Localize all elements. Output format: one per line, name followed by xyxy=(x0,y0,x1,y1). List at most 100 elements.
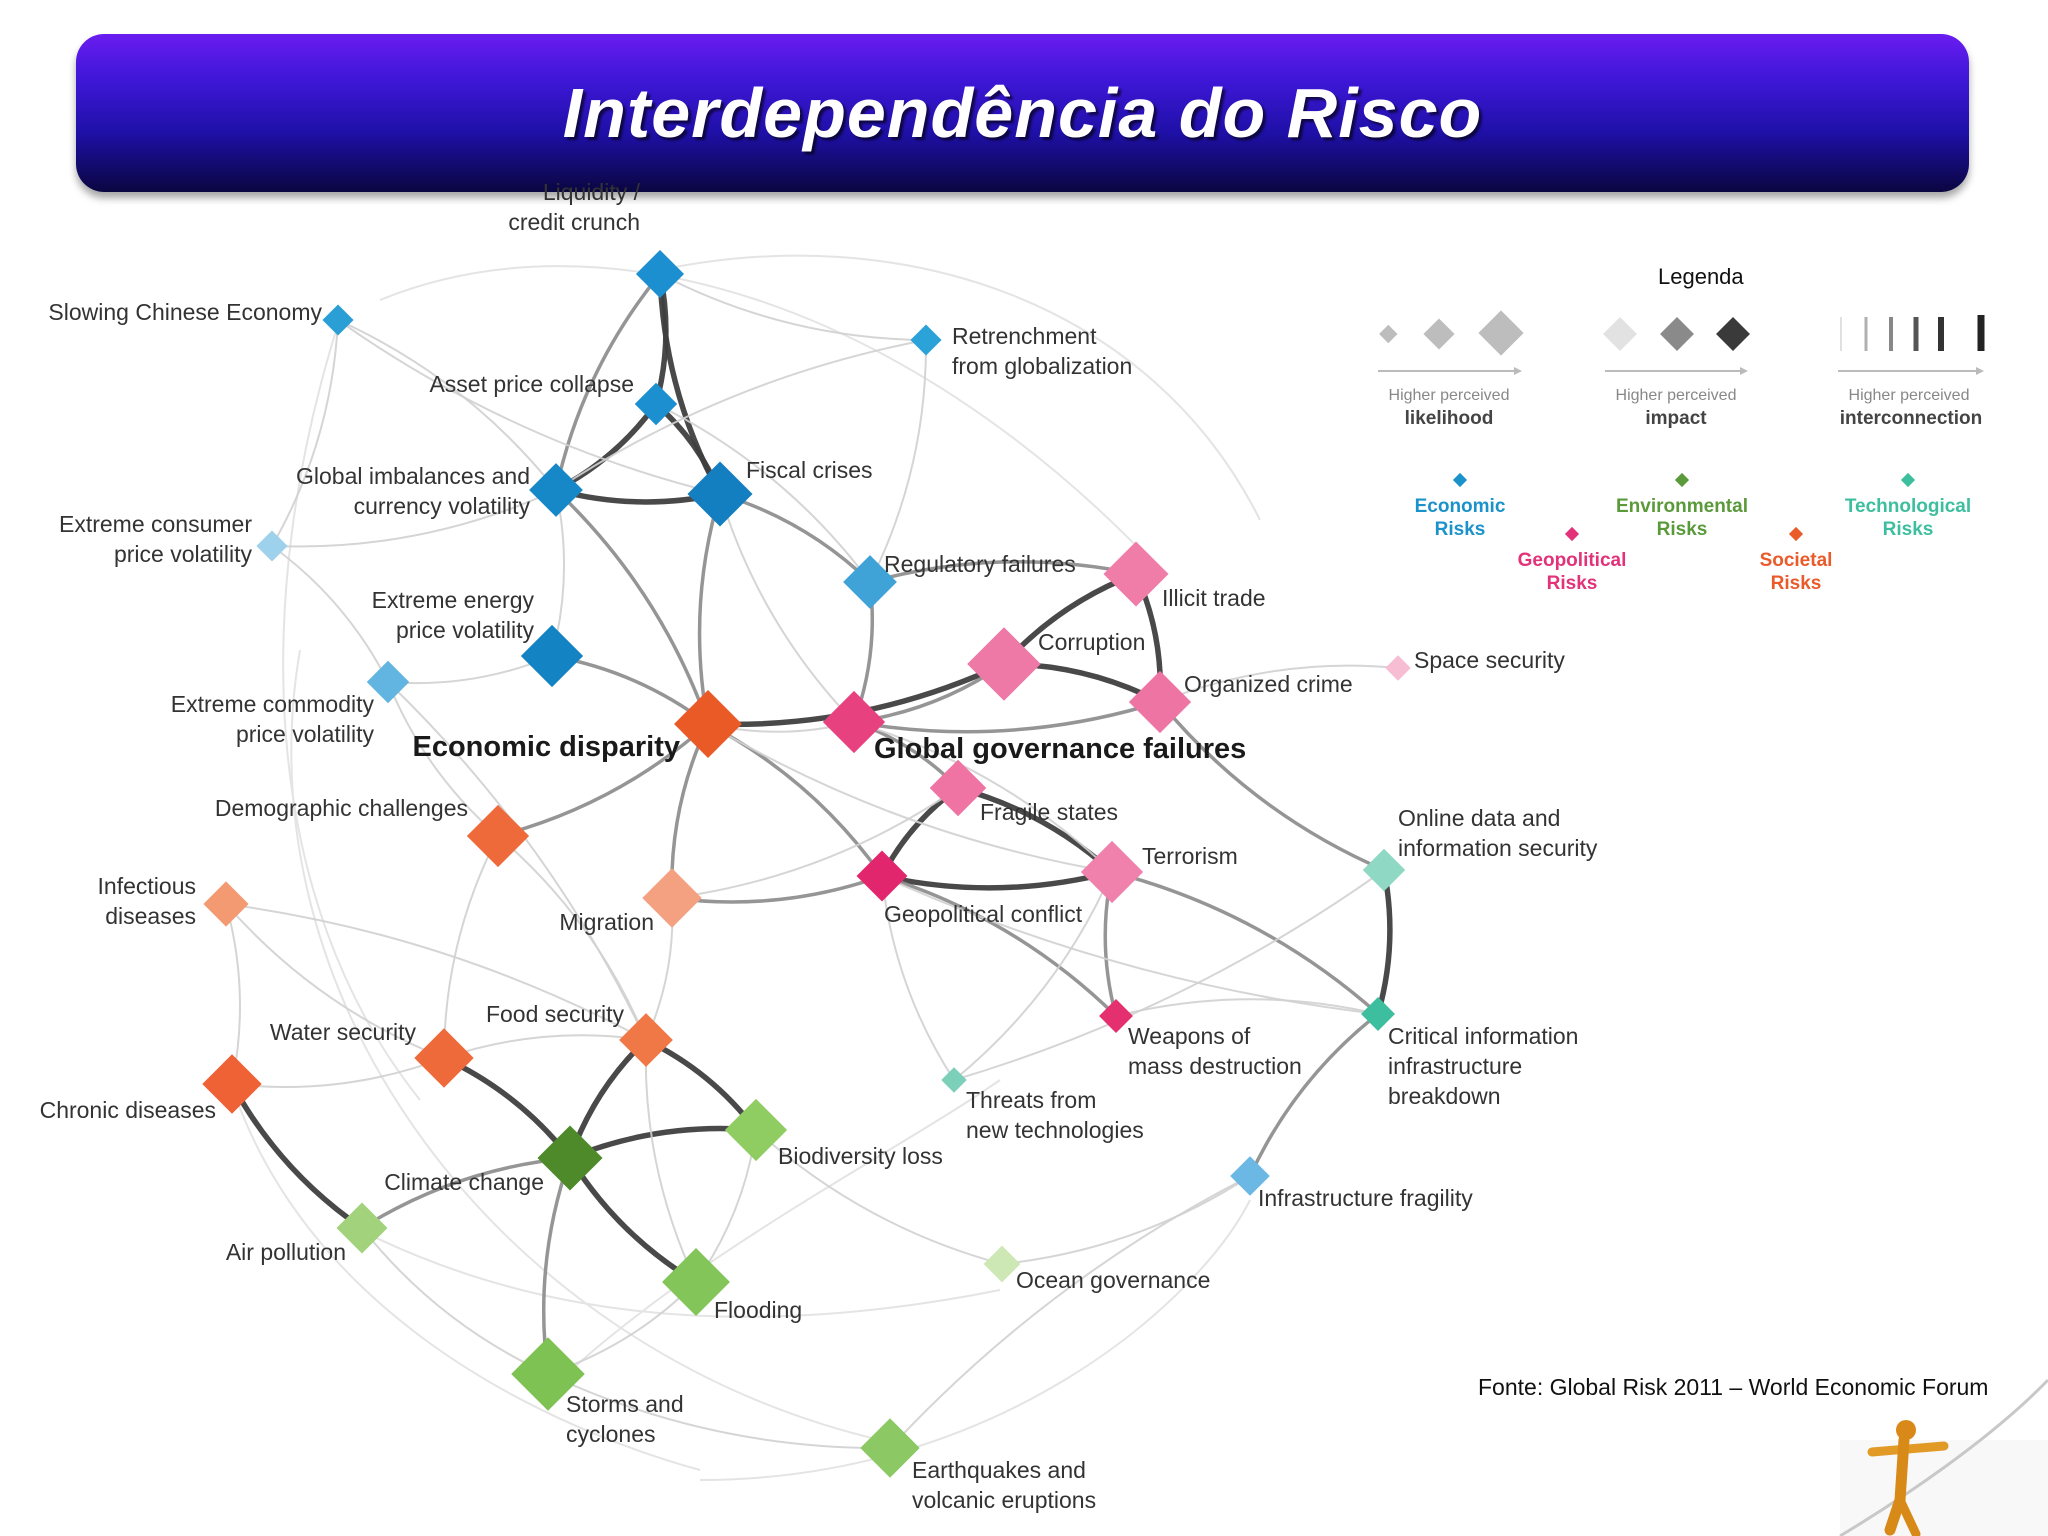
node-label-chronic: Chronic diseases xyxy=(40,1097,216,1123)
impact-label-bottom: impact xyxy=(1645,408,1707,429)
node-diamond-chronic xyxy=(202,1054,262,1114)
link-chinese-imbalances xyxy=(337,319,557,491)
node-diamond-demographic xyxy=(466,804,530,868)
source-note: Fonte: Global Risk 2011 – World Economic… xyxy=(1478,1374,1989,1400)
legend-label-environmental-2: Risks xyxy=(1657,519,1708,540)
node-diamond-water xyxy=(414,1028,474,1088)
node-space: Space security xyxy=(1385,647,1565,681)
link-earthquakes-infra xyxy=(889,1175,1251,1449)
node-label-biodiversity: Biodiversity loss xyxy=(778,1143,943,1169)
link-storms-earthquakes xyxy=(547,1373,891,1450)
link-liquidity-retrenchment xyxy=(659,273,927,341)
link-critical-infra xyxy=(1248,1012,1380,1178)
link-regulatory-fiscal xyxy=(718,492,872,584)
legend-label-geopolitical-2: Risks xyxy=(1547,573,1598,594)
node-diamond-liquidity xyxy=(635,249,685,299)
node-label-disparity: Economic disparity xyxy=(412,731,680,763)
link-threats-online xyxy=(953,869,1385,1081)
likelihood-label-bottom: likelihood xyxy=(1405,408,1494,429)
link-threats-terrorism xyxy=(953,871,1113,1081)
link-migration-geoconflict xyxy=(670,874,884,904)
node-diamond-threats xyxy=(941,1067,967,1093)
link-migration-fragile xyxy=(671,787,959,899)
node-diamond-infra xyxy=(1230,1156,1270,1196)
link-disparity-imbalances xyxy=(554,488,710,726)
interconnection-label-bottom: interconnection xyxy=(1840,408,1983,429)
node-diamond-flooding xyxy=(662,1248,730,1316)
node-diamond-migration xyxy=(642,868,702,928)
node-corruption: Corruption xyxy=(967,627,1145,701)
background-arcs xyxy=(229,254,1261,1481)
link-commodity-food xyxy=(387,681,647,1041)
link-food-flooding xyxy=(644,1039,697,1283)
link-geoconflict-wmd xyxy=(880,874,1118,1018)
link-consumer-commodity xyxy=(271,545,389,683)
node-food: Food security xyxy=(486,1001,673,1067)
node-diamond-infectious xyxy=(203,881,249,927)
title-banner: Interdependência do Risco xyxy=(76,34,1969,192)
legend-label-economic-1: Economic xyxy=(1415,496,1506,517)
link-climate-water xyxy=(441,1055,573,1161)
link-geoconflict-terrorism xyxy=(879,869,1115,891)
legend-diamond-environmental xyxy=(1674,472,1690,488)
node-water: Water security xyxy=(270,1019,474,1088)
legend-title: Legenda xyxy=(1658,264,1744,289)
legend-label-societal-1: Societal xyxy=(1760,550,1833,571)
legend-label-technological-1: Technological xyxy=(1845,496,1971,517)
node-biodiversity: Biodiversity loss xyxy=(724,1098,943,1169)
legend-diamond-technological xyxy=(1900,472,1916,488)
node-diamond-organized xyxy=(1128,670,1192,734)
node-diamond-storms xyxy=(511,1337,585,1411)
node-illicit: Illicit trade xyxy=(1103,541,1266,611)
node-diamond-climate xyxy=(537,1125,603,1191)
node-diamond-governance xyxy=(822,690,886,754)
link-demographic-food xyxy=(497,835,647,1041)
likelihood-diamond-large xyxy=(1478,310,1524,356)
mascot-figure-icon xyxy=(1839,1378,2048,1536)
impact-diamond-dark xyxy=(1716,317,1750,351)
node-asset: Asset price collapse xyxy=(429,371,678,426)
link-retrenchment-regulatory xyxy=(869,339,928,583)
likelihood-diamond-medium xyxy=(1423,318,1455,350)
likelihood-label-top: Higher perceived xyxy=(1389,387,1510,404)
link-chinese-consumer xyxy=(271,319,339,547)
node-chinese: Slowing Chinese Economy xyxy=(48,299,354,336)
legend-label-geopolitical-1: Geopolitical xyxy=(1518,550,1627,571)
link-infra-ocean xyxy=(1001,1175,1251,1265)
node-diamond-chinese xyxy=(322,304,354,336)
node-label-illicit: Illicit trade xyxy=(1162,585,1266,611)
link-climate-flooding xyxy=(567,1155,699,1285)
node-label-climate: Climate change xyxy=(384,1169,544,1195)
node-diamond-retrenchment xyxy=(910,324,942,356)
node-label-water: Water security xyxy=(270,1019,417,1045)
node-climate: Climate change xyxy=(384,1125,603,1195)
node-label-asset: Asset price collapse xyxy=(429,371,634,397)
legend-label-economic-2: Risks xyxy=(1435,519,1486,540)
link-regulatory-illicit xyxy=(868,560,1138,584)
node-label-governance: Global governance failures xyxy=(874,733,1246,765)
node-migration: Migration xyxy=(559,868,702,935)
link-infectious-water xyxy=(225,903,445,1059)
node-liquidity: Liquidity /credit crunch xyxy=(508,179,685,299)
node-label-airpollution: Air pollution xyxy=(226,1239,346,1265)
node-diamond-airpollution xyxy=(336,1202,388,1254)
node-diamond-wmd xyxy=(1099,999,1133,1033)
node-label-flooding: Flooding xyxy=(714,1297,802,1323)
node-disparity: Economic disparity xyxy=(412,690,742,763)
link-retrenchment-imbalances xyxy=(555,339,927,491)
link-geoconflict-critical xyxy=(881,875,1379,1015)
legend-diamond-societal xyxy=(1788,526,1804,542)
node-regulatory: Regulatory failures xyxy=(843,551,1076,609)
node-diamond-geoconflict xyxy=(856,850,908,902)
legend-diamond-geopolitical xyxy=(1564,526,1580,542)
